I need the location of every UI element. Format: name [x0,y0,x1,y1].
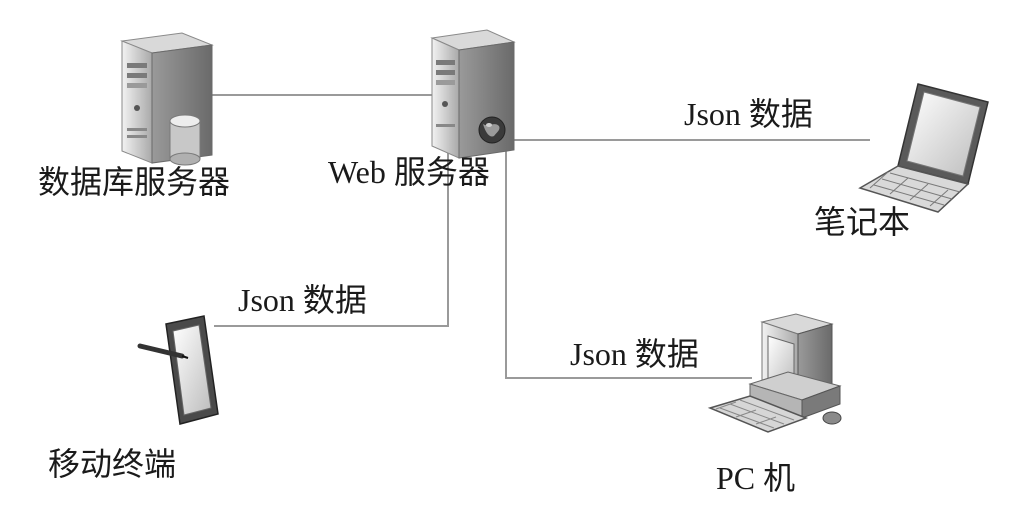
database-server-icon [120,32,214,166]
pc-icon [707,313,842,433]
pc-link-label: Json 数据 [570,336,699,372]
connection-lines [212,94,870,379]
db-server-label: 数据库服务器 [38,163,231,201]
laptop-link-label: Json 数据 [684,96,813,132]
database-cylinder-icon [169,114,201,166]
web-server-label: Web 服务器 [328,154,490,190]
web-pc-link [505,150,752,379]
tablet-icon [137,315,219,425]
laptop-icon [858,83,989,213]
web-server-icon [430,29,516,159]
mobile-link-label: Json 数据 [238,282,367,318]
globe-icon [478,116,506,144]
web-mobile-link [214,150,449,327]
stylus-icon [137,343,189,359]
pc-label: PC 机 [716,460,796,496]
laptop-label: 笔记本 [814,203,911,241]
mobile-label: 移动终端 [48,445,177,483]
